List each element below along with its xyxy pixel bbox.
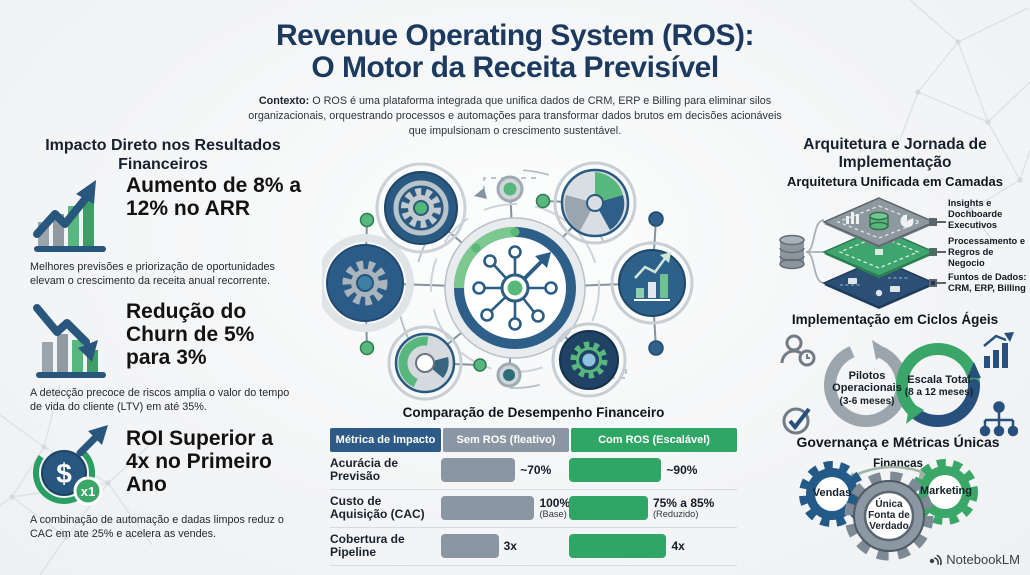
processing-layer [822, 227, 936, 278]
impact-item-arr: Aumento de 8% a 12% no ARR Melhores prev… [30, 172, 302, 289]
scale-phase-text: Escala Total (8 a 12 meses) [893, 374, 985, 398]
sem-ros-value: 3x [503, 538, 517, 553]
x1-badge: x1 [81, 484, 95, 499]
table-row: Custo de Aquisição (CAC) 100%(Base) 75% … [330, 490, 737, 528]
mesh-decoration-top-right [900, 0, 1030, 245]
single-source-gear-icon [844, 471, 934, 561]
connector-dots [359, 175, 664, 388]
gauge-node-icon [387, 325, 463, 401]
pie-chart-node-icon [553, 161, 637, 245]
page-title-line1: Revenue Operating System (ROS): [276, 19, 754, 52]
scale-phase-duration: (8 a 12 meses) [904, 387, 974, 399]
impact-headline: ROI Superior a 4x no Primeiro Ano [126, 427, 274, 497]
column-header-metric: Métrica de Impacto [330, 428, 441, 452]
sem-ros-subvalue: (Base) [539, 508, 567, 519]
impact-description: A combinação de automação e dadas limpos… [30, 514, 284, 540]
sem-ros-bar [441, 458, 516, 483]
bar-chart-node-icon [610, 241, 694, 325]
governance-subtitle: Governança e Métricas Únicas [796, 434, 1000, 450]
chart-growth-icon [983, 332, 1014, 368]
gear-node-icon [322, 234, 414, 332]
table-row: Acurácia de Previsão ~70% ~90% [330, 452, 737, 490]
page-title: Revenue Operating System (ROS): O Motor … [0, 19, 1030, 85]
check-pencil-icon [782, 407, 811, 435]
impact-headline: Aumento de 8% a 12% no ARR [126, 174, 302, 221]
person-clock-icon [780, 334, 816, 367]
gear-node-icon [551, 322, 627, 398]
right-panel-heading: Arquitetura e Jornada de Implementação [803, 136, 987, 172]
impact-item-churn: Redução do Churn de 5% para 3% A detecçã… [30, 298, 302, 415]
context-text: O ROS é uma plataforma integrada que uni… [248, 95, 782, 137]
green-hub-cylinder [869, 211, 889, 231]
com-ros-bar [569, 534, 667, 559]
vendas-label: Vendas [812, 487, 852, 499]
metric-label: Cobertura de Pipeline [330, 531, 405, 560]
notebooklm-label: NotebookLM [946, 551, 1020, 567]
com-ros-subvalue: (Reduzido) [652, 508, 699, 519]
mesh-decoration-bottom-left [0, 385, 153, 575]
scale-loop-navy [909, 379, 980, 427]
ros-platform-network-diagram [322, 161, 694, 404]
left-panel-heading: Impacto Direto nos Resultados Financeiro… [45, 137, 281, 174]
bracket-connector [805, 219, 825, 284]
label-connectors [929, 218, 946, 287]
layered-architecture-diagram [779, 197, 946, 309]
com-ros-bar [569, 458, 662, 483]
pilot-phase-duration: (3-6 meses) [839, 395, 895, 407]
page-title-line2: O Motor da Receita Previsível [311, 51, 719, 85]
gear-node-icon [375, 162, 467, 254]
growth-bars-arrow-up-icon [33, 180, 106, 252]
metric-label: Acurácia de Previsão [330, 456, 399, 484]
notebooklm-logo-icon [930, 554, 943, 566]
impact-description: Melhores previsões e priorização de opor… [30, 261, 275, 287]
comparison-table-title: Comparação de Desempenho Financeiro [402, 405, 665, 420]
dollar-roi-arrow-icon: $ x1 [33, 425, 108, 506]
insights-layer [822, 197, 936, 248]
data-sources-layer [822, 258, 936, 309]
cycle-subtitle: Implementação em Ciclos Ágeis [791, 312, 999, 327]
sem-ros-bar [441, 496, 535, 521]
architecture-subtitle: Arquitetura Unificada em Camadas [786, 174, 1003, 189]
impact-headline: Redução do Churn de 5% para 3% [126, 300, 255, 370]
notebooklm-watermark: NotebookLM [926, 551, 1020, 567]
scale-phase-title: Escala Total [907, 374, 971, 386]
column-header-sem-ros: Sem ROS (fleativo) [443, 428, 569, 452]
declining-bars-arrow-down-icon [33, 304, 106, 378]
layer-label-processing: Processamento e Regros de Negocio [948, 236, 1025, 268]
agile-cycle-diagram [780, 332, 1018, 437]
context-paragraph: Contexto: O ROS é uma plataforma integra… [245, 94, 785, 139]
governance-gears-diagram [799, 459, 978, 561]
comparison-table-header: Métrica de Impacto Sem ROS (fleativo) Co… [330, 428, 737, 452]
org-hierarchy-icon [979, 401, 1018, 437]
pilot-phase-text: Pilotos Operacionais (3-6 meses) [820, 370, 914, 407]
database-icon [779, 234, 805, 270]
impact-description: A detecção precoce de riscos amplia o va… [30, 387, 290, 413]
central-hub [430, 203, 600, 373]
sem-ros-value: 100%(Base) [539, 496, 571, 519]
finance-arrow [848, 465, 928, 480]
dollar-glyph: $ [56, 458, 72, 489]
single-source-label: Única Fonta de Verdado [868, 499, 910, 533]
com-ros-value: ~90% [666, 463, 698, 478]
column-header-com-ros: Com ROS (Escalável) [571, 428, 737, 452]
sem-ros-bar [441, 534, 499, 559]
metric-label: Custo de Aquisição (CAC) [330, 493, 425, 522]
table-row: Cobertura de Pipeline 3x 4x [330, 528, 737, 566]
com-ros-value: 4x [671, 538, 685, 553]
com-ros-value: 75% a 85%(Reduzido) [652, 496, 715, 519]
layer-label-insights: Insights e Dochboarde Executivos [948, 198, 1003, 230]
comparison-table: Métrica de Impacto Sem ROS (fleativo) Co… [330, 428, 737, 566]
scale-loop-green [895, 342, 980, 416]
marketing-label: Marketing [920, 485, 972, 497]
layer-label-data-sources: Funtos de Dados: CRM, ERP, Billing [948, 272, 1027, 293]
context-label: Contexto: [258, 95, 310, 107]
pilot-phase-title: Pilotos Operacionais [832, 370, 902, 395]
com-ros-bar [569, 496, 648, 521]
sem-ros-value: ~70% [520, 463, 552, 478]
hub-spoke-icon [472, 245, 558, 331]
impact-item-roi: $ x1 ROI Superior a 4x no Primeiro Ano A… [30, 425, 302, 542]
